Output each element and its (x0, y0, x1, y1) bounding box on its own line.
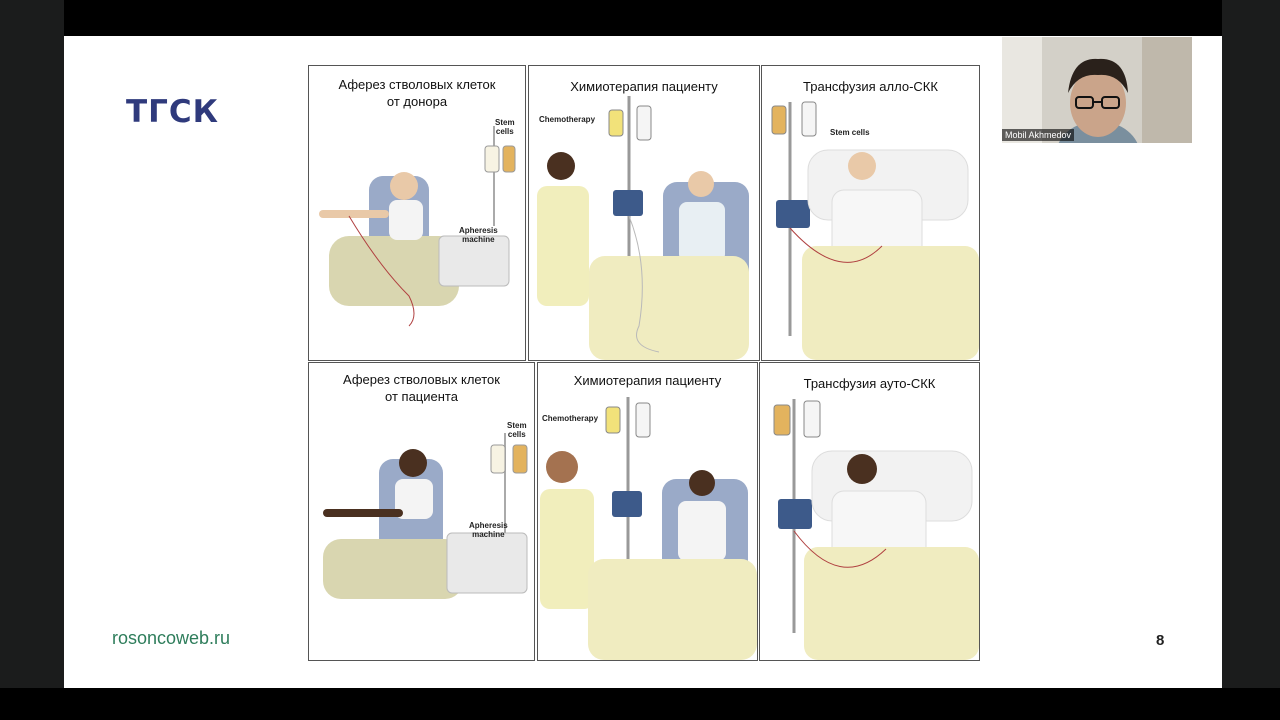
auto-transfusion-illustration (773, 399, 979, 660)
right-margin (1222, 0, 1280, 720)
label-apheresis-machine: Apheresis machine (469, 521, 508, 539)
panel-auto-transfusion: Трансфузия ауто-СКК (759, 362, 980, 661)
panel-patient-apheresis: Аферез стволовых клеток от пациента Stem… (308, 362, 535, 661)
panel-title: Трансфузия алло-СКК (803, 79, 938, 94)
participant-video-tile[interactable]: Mobil Akhmedov (1002, 37, 1192, 143)
panel-chemotherapy-1: Химиотерапия пациенту Chemotherapy (528, 65, 760, 361)
bottom-letterbox (0, 688, 1280, 720)
participant-name: Mobil Akhmedov (1002, 129, 1075, 141)
left-margin (0, 0, 64, 720)
chemotherapy-illustration (537, 96, 749, 360)
label-stem-cells: Stem cells (830, 128, 870, 137)
panel-title: Аферез стволовых клеток от донора (338, 77, 496, 109)
donor-apheresis-illustration (319, 126, 516, 327)
panel-title: Аферез стволовых клеток от пациента (343, 372, 500, 404)
chemotherapy-illustration (540, 397, 757, 660)
label-chemotherapy: Chemotherapy (539, 115, 596, 124)
panel-donor-apheresis: Аферез стволовых клеток от донора Stem c… (308, 65, 526, 361)
website-footer: rosoncoweb.ru (112, 628, 231, 648)
panel-allo-transfusion: Трансфузия алло-СКК Stem cells (761, 65, 980, 361)
slide-title: ТГСК (126, 94, 219, 130)
label-stem-cells: Stem cells (495, 118, 515, 136)
top-letterbox (0, 0, 1280, 36)
label-chemotherapy: Chemotherapy (542, 414, 599, 423)
slide-page-number: 8 (1156, 632, 1165, 649)
presentation-slide: ТГСК rosoncoweb.ru 8 Аферез стволовых кл… (64, 36, 1222, 688)
allo-transfusion-illustration (771, 101, 979, 360)
panel-title: Химиотерапия пациенту (573, 373, 722, 388)
panel-title: Химиотерапия пациенту (570, 79, 718, 94)
label-stem-cells: Stem cells (507, 421, 527, 439)
panel-title: Трансфузия ауто-СКК (803, 376, 936, 391)
panel-chemotherapy-2: Химиотерапия пациенту Chemotherapy (537, 362, 758, 661)
participant-video-feed (1002, 37, 1192, 143)
patient-apheresis-illustration (323, 433, 528, 599)
label-apheresis-machine: Apheresis machine (459, 226, 498, 244)
